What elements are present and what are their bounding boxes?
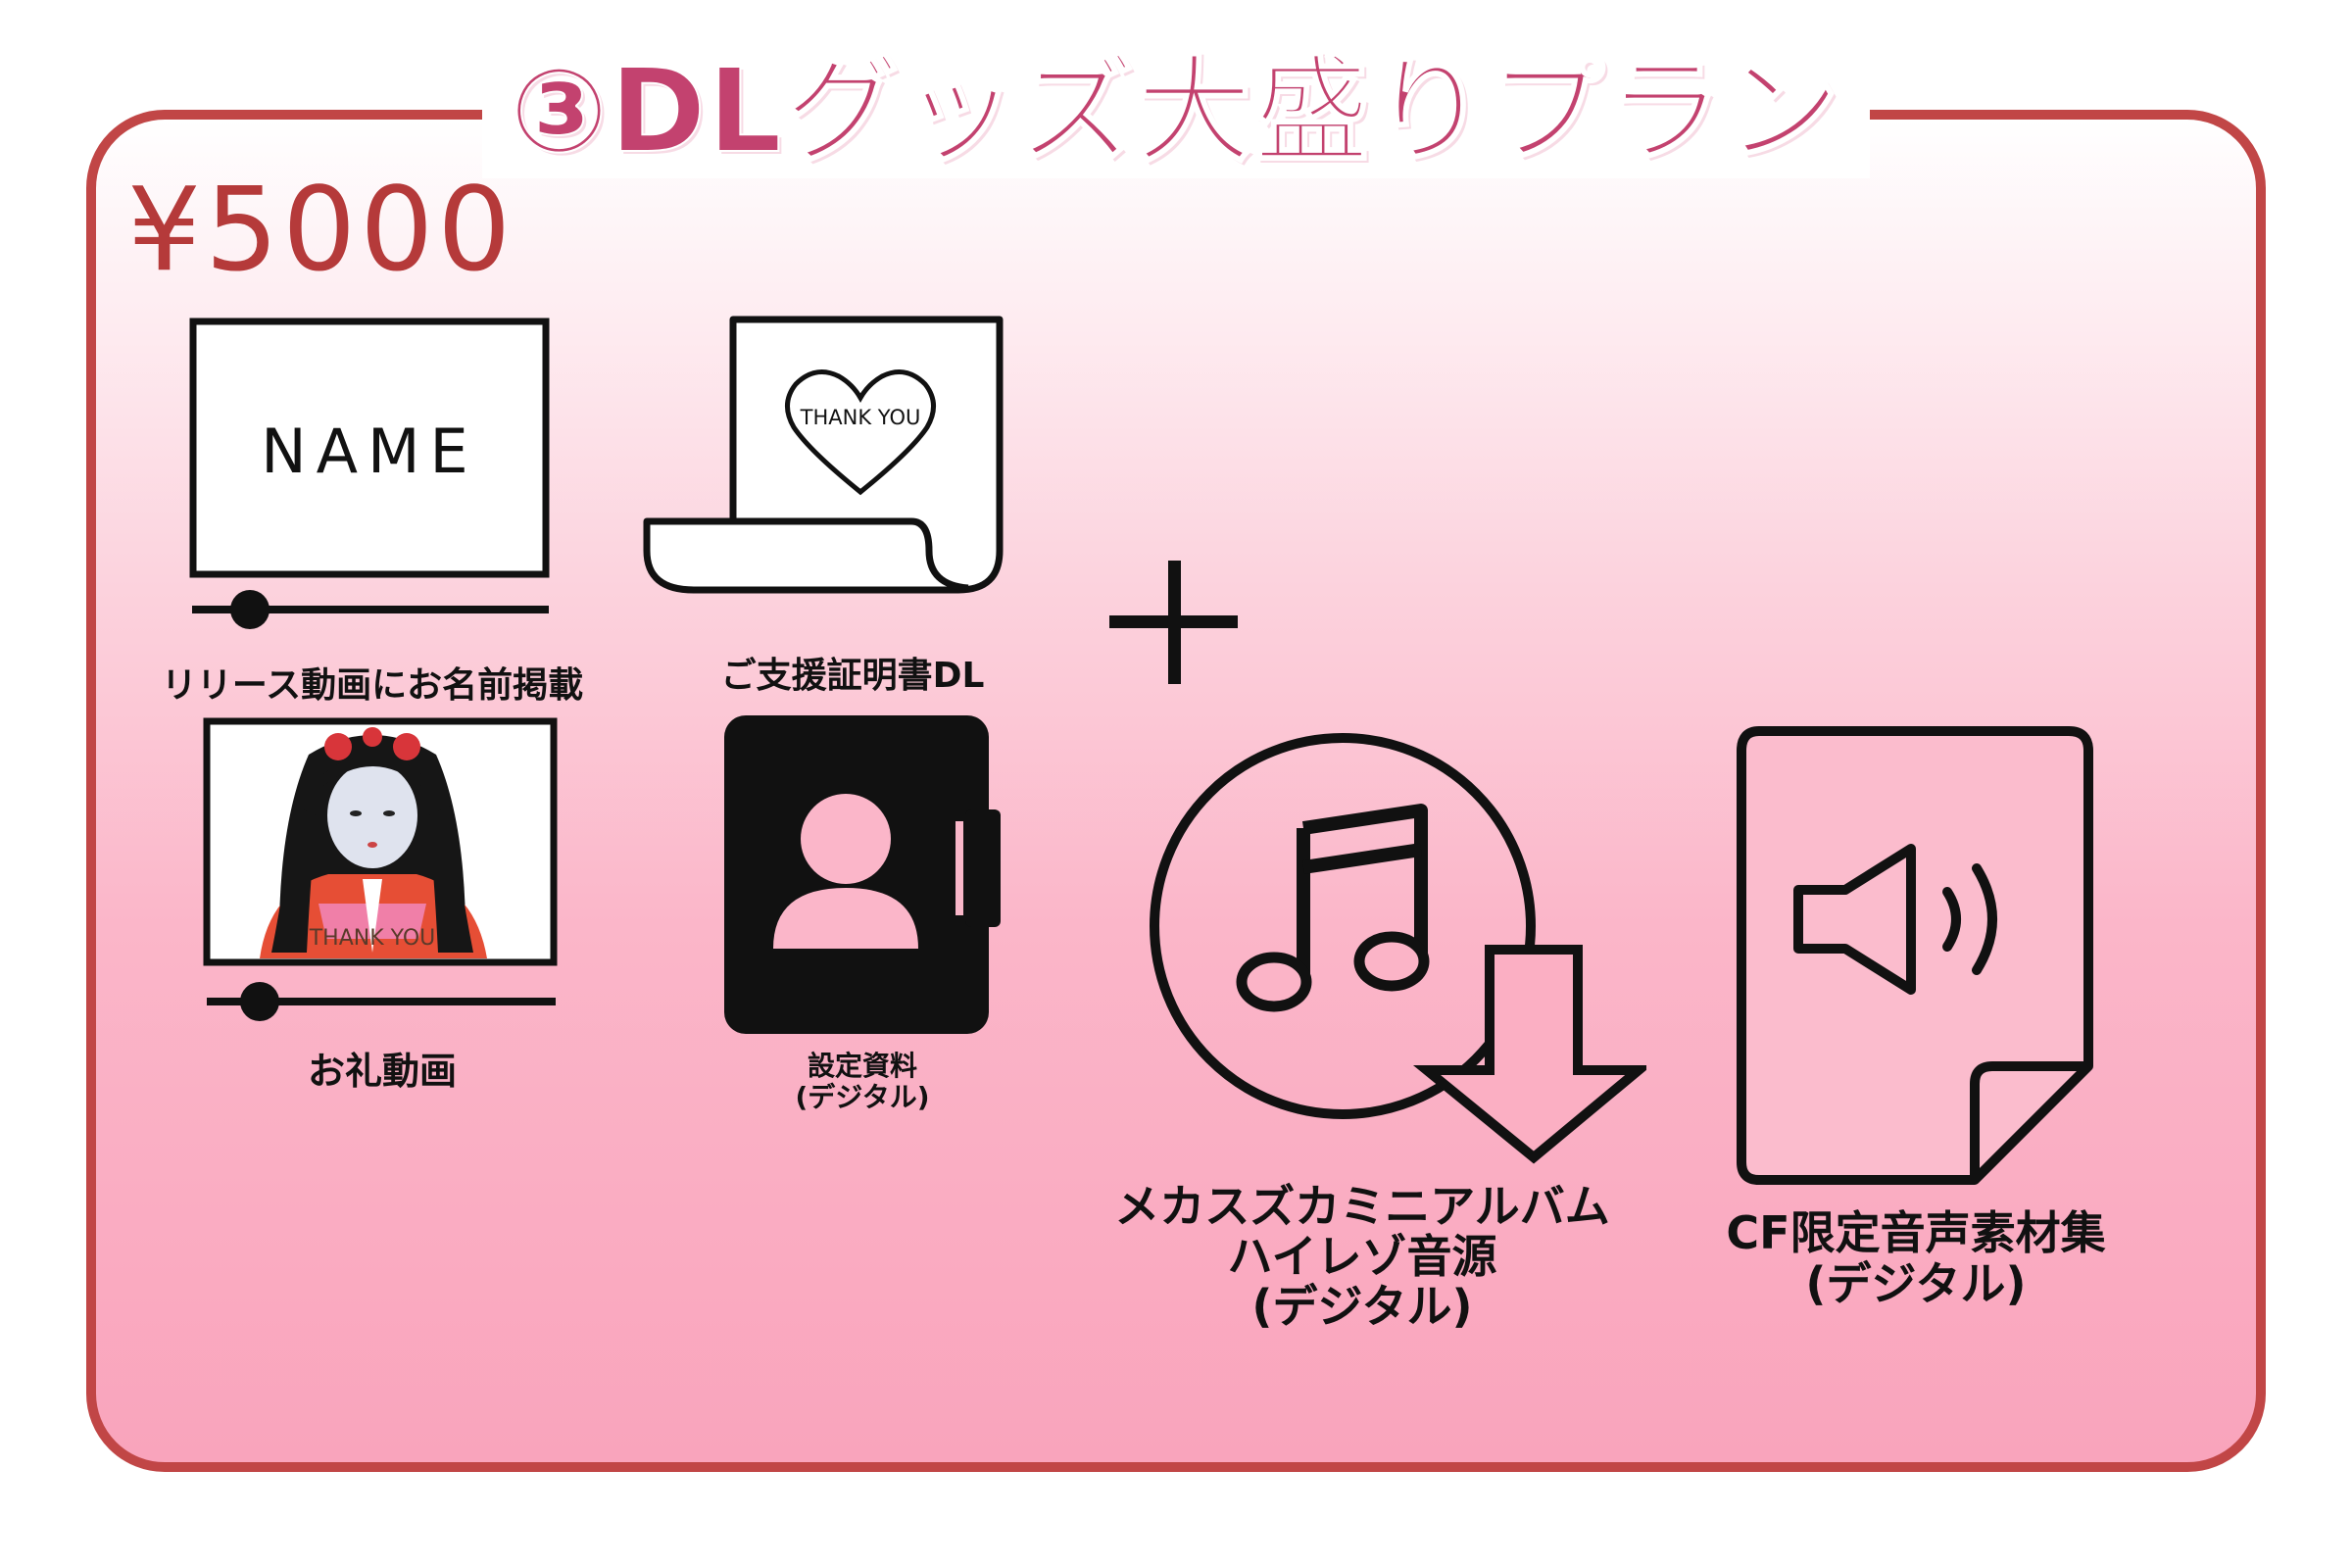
album-caption-line2: ハイレゾ音源 — [1227, 1230, 1497, 1283]
setting-doc-caption-line2: (デジタル) — [795, 1081, 930, 1113]
voice-caption-line1: CF限定音声素材集 — [1726, 1206, 2106, 1259]
name-video-caption: リリース動画にお名前掲載 — [161, 665, 584, 706]
album-caption-line1: メカスズカミニアルバム — [1114, 1180, 1610, 1233]
plan-price: ¥5000 — [127, 162, 515, 297]
doll-video-icon: THANK YOU — [203, 717, 558, 1021]
doll-thank-you-text: THANK YOU — [309, 926, 436, 951]
scroll-heart-icon: THANK YOU — [643, 316, 1004, 594]
name-placeholder-text: NAME — [261, 416, 477, 487]
speaker-file-icon — [1737, 726, 2093, 1185]
profile-binder-icon — [724, 715, 1001, 1034]
music-download-icon — [1150, 733, 1646, 1164]
certificate-caption: ご支援証明書DL — [720, 656, 985, 696]
plus-icon — [1109, 561, 1238, 684]
video-player-icon: NAME — [189, 318, 550, 629]
album-caption-line3: (デジタル) — [1251, 1280, 1473, 1333]
heart-thank-you-text: THANK YOU — [800, 406, 921, 429]
voice-caption-line2: (デジタル) — [1805, 1257, 2027, 1310]
plan-title: ③DLグッズ大盛りプラン — [0, 37, 2352, 184]
setting-doc-caption-line1: 設定資料 — [807, 1050, 917, 1082]
plan-title-text: ③DLグッズ大盛りプラン — [482, 42, 1870, 179]
thanks-video-caption: お礼動画 — [307, 1050, 457, 1093]
